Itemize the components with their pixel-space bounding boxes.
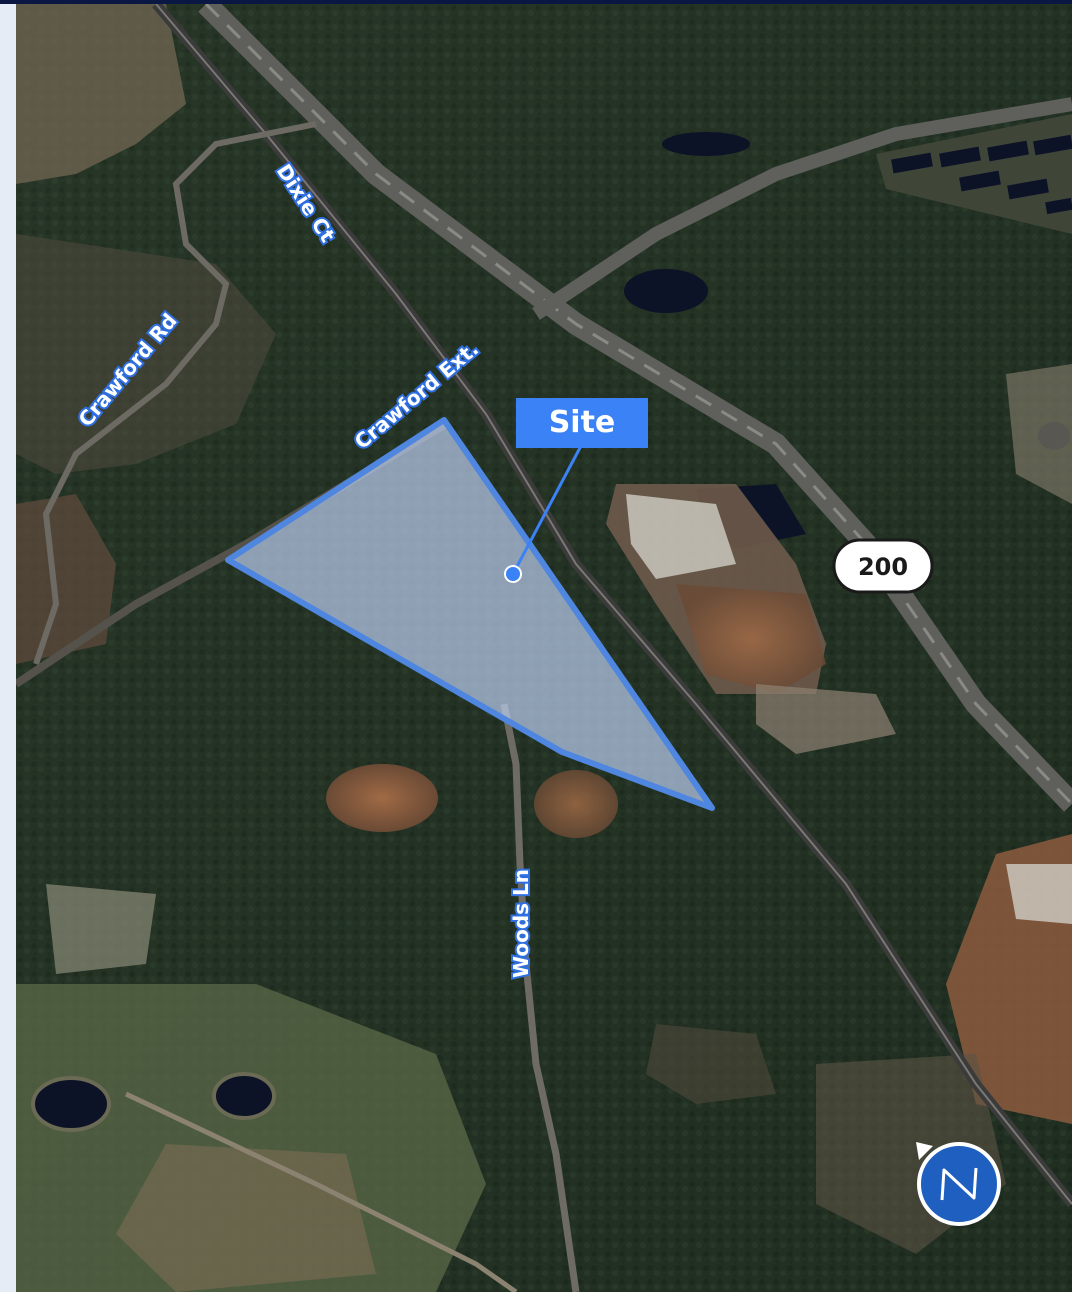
highway-200-lanes: [204, 4, 1072, 806]
site-pin: [504, 565, 522, 583]
buildings-east: [1006, 864, 1072, 924]
cleared-field-nw: [16, 4, 186, 184]
clearing-1: [326, 764, 438, 832]
rail-track: [155, 4, 1072, 1205]
pond-sw-1: [31, 1076, 111, 1132]
site-label-text: Site: [549, 405, 616, 440]
cleared-field-s: [116, 1144, 376, 1292]
pond-sw-2: [212, 1072, 276, 1120]
clearing-2: [534, 770, 618, 838]
north-arrow-icon[interactable]: [916, 1142, 1001, 1226]
site-label[interactable]: Site: [516, 398, 648, 448]
route-shield-text: 200: [858, 553, 908, 581]
top-bar: [0, 0, 1072, 4]
dirt-track: [124, 1091, 518, 1292]
route-shield-200: 200: [832, 538, 934, 594]
graded-area: [756, 684, 896, 754]
site-parcel[interactable]: [225, 417, 715, 811]
treatment-basins: [876, 114, 1072, 234]
pond-n-2: [662, 132, 750, 156]
cleared-field-w: [16, 494, 116, 664]
site-leader-line: [511, 443, 584, 575]
compass-n-glyph: [940, 1167, 978, 1201]
industrial-buildings: [626, 494, 736, 579]
quarry-ne: [1006, 364, 1072, 504]
route-shield-box: [832, 538, 934, 594]
excavation-pit: [676, 584, 826, 694]
road-label-woods-ln: Woods Ln: [509, 869, 533, 978]
crawford-rd: [33, 121, 317, 665]
interchange-ramp: [532, 97, 1072, 320]
north-arrow-pointer: [916, 1142, 933, 1160]
paddock: [46, 884, 156, 974]
pond-n-1: [624, 269, 708, 313]
residential-area: [16, 234, 276, 474]
clearing-3: [646, 1024, 776, 1104]
aerial-map[interactable]: Site 200 Dixie Ct Crawford Rd Crawford E…: [16, 4, 1072, 1292]
aerial-map-svg: Site 200 Dixie Ct Crawford Rd Crawford E…: [16, 4, 1072, 1292]
woods-ln: [500, 703, 580, 1292]
site-label-box: [516, 398, 648, 448]
